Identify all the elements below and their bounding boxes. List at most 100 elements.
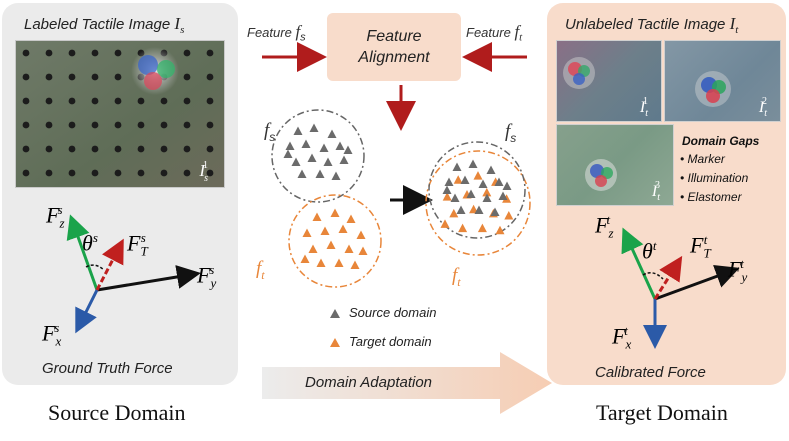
marker-dot <box>183 169 191 177</box>
source-point <box>297 169 307 178</box>
target-image-3-label: It3 <box>651 180 660 203</box>
legend-source-marker <box>330 309 340 318</box>
source-point-aligned <box>502 181 512 190</box>
marker-dot <box>68 121 76 129</box>
target-point <box>302 228 312 237</box>
target-points-after <box>440 171 514 235</box>
source-point-aligned <box>474 205 484 214</box>
target-image-2-graphic <box>695 71 731 107</box>
source-point-aligned <box>482 193 492 202</box>
source-point <box>319 143 329 152</box>
target-point-aligned <box>491 177 501 186</box>
source-points-before <box>283 123 353 180</box>
marker-dot <box>183 73 191 81</box>
legend-source-label: Source domain <box>349 305 437 320</box>
target-point <box>356 230 366 239</box>
fs-cluster-circle <box>271 109 365 203</box>
source-point-aligned <box>444 177 454 186</box>
target-point <box>346 214 356 223</box>
feature-ft-label: Feature ft <box>466 22 523 44</box>
marker-dot <box>91 121 99 129</box>
marker-dot <box>114 73 122 81</box>
target-tactile-image-2: It2 <box>664 40 781 122</box>
fs-label-after: fs <box>505 121 517 145</box>
source-point <box>293 126 303 135</box>
marker-dot <box>45 121 53 129</box>
marker-dot <box>114 145 122 153</box>
source-point <box>327 129 337 138</box>
marker-dot <box>137 121 145 129</box>
target-image-1-label: It1 <box>639 96 648 119</box>
source-point-aligned <box>468 159 478 168</box>
target-point-aligned <box>473 171 483 180</box>
calibrated-force-label: Calibrated Force <box>595 364 706 381</box>
source-domain-caption: Source Domain <box>48 400 186 425</box>
source-point <box>307 153 317 162</box>
domain-adaptation-label: Domain Adaptation <box>305 374 433 391</box>
marker-dot <box>45 49 53 57</box>
domain-gaps-title: Domain Gaps <box>682 134 760 148</box>
marker-dot <box>22 145 30 153</box>
marker-dot <box>114 49 122 57</box>
marker-dot <box>206 73 214 81</box>
marker-dot <box>137 97 145 105</box>
marker-dot <box>206 49 214 57</box>
source-point <box>291 157 301 166</box>
source-point-aligned <box>486 165 496 174</box>
target-point <box>330 208 340 217</box>
marker-dot <box>91 145 99 153</box>
marker-dot <box>114 121 122 129</box>
source-point-aligned <box>466 189 476 198</box>
source-point-aligned <box>478 179 488 188</box>
source-point <box>285 141 295 150</box>
source-point <box>335 141 345 150</box>
marker-dot <box>137 169 145 177</box>
target-point <box>316 258 326 267</box>
marker-dot <box>68 169 76 177</box>
feature-alignment-box: Feature Alignment <box>327 13 461 81</box>
source-fz-label: Fzs <box>46 202 65 231</box>
target-point-aligned <box>462 190 472 199</box>
unlabeled-image-title: Unlabeled Tactile Image It <box>565 14 739 36</box>
target-fx-label: Fxt <box>612 323 632 352</box>
marker-dot <box>68 145 76 153</box>
feature-alignment-line1: Feature <box>366 28 422 45</box>
fy-arrow <box>96 265 201 292</box>
source-fy-label: Fys <box>197 262 217 291</box>
target-point-aligned <box>502 194 512 203</box>
source-point <box>309 123 319 132</box>
target-tactile-image-1: It1 <box>556 40 662 122</box>
target-tactile-image-3: It3 <box>556 124 674 206</box>
source-tactile-image: Is1 <box>15 40 225 188</box>
source-point <box>323 157 333 166</box>
source-point-aligned <box>490 207 500 216</box>
target-point <box>344 244 354 253</box>
marker-dot <box>137 145 145 153</box>
marker-dot <box>183 121 191 129</box>
target-point-aligned <box>477 223 487 233</box>
ft-label-before: ft <box>256 258 265 282</box>
source-point <box>331 171 341 180</box>
source-point-aligned <box>494 177 504 186</box>
source-point-aligned <box>452 162 462 171</box>
target-point-aligned <box>453 175 463 184</box>
marker-dot <box>206 145 214 153</box>
source-point-aligned <box>450 193 460 202</box>
source-ft-label: FTs <box>127 230 148 259</box>
target-theta-label: θt <box>642 238 657 264</box>
source-point <box>301 139 311 148</box>
marker-dot <box>206 97 214 105</box>
marker-dot <box>160 97 168 105</box>
marker-dot <box>45 145 53 153</box>
target-fy-arrow <box>654 264 740 301</box>
target-point <box>300 254 310 263</box>
target-point-aligned <box>440 219 450 228</box>
theta-arc <box>85 264 105 271</box>
ft-label-after: ft <box>452 265 461 289</box>
target-points-before <box>300 208 368 269</box>
source-point <box>283 149 293 158</box>
target-domain-caption: Target Domain <box>596 400 728 425</box>
target-point <box>308 244 318 253</box>
target-point-aligned <box>495 225 505 235</box>
target-point <box>334 258 344 267</box>
